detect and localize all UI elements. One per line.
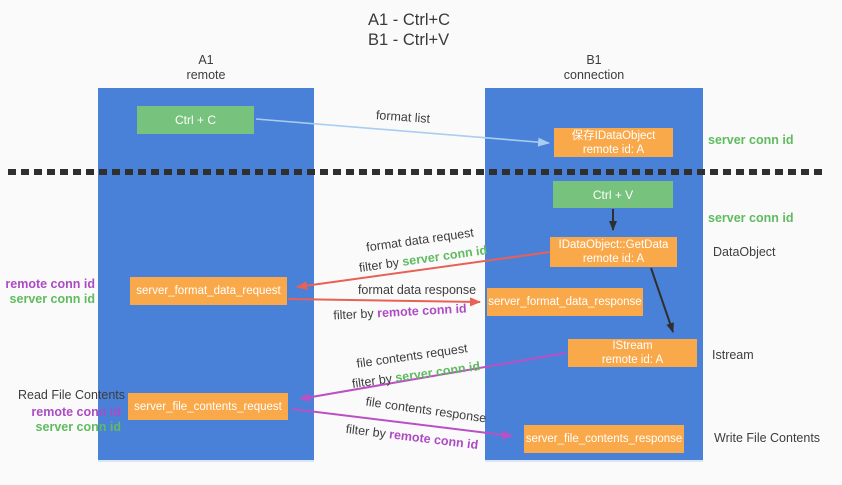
lane-a1-subtitle: remote	[186, 67, 226, 82]
server-format-data-request-node: server_format_data_request	[130, 277, 287, 305]
title-line-b1: B1 - Ctrl+V	[368, 31, 450, 49]
file-request-conn-ids: remote conn id server conn id	[31, 405, 121, 434]
remote-conn-id-annotation: remote conn id	[31, 405, 121, 419]
server-format-data-request-label: server_format_data_request	[136, 285, 281, 297]
server-file-contents-request-node: server_file_contents_request	[128, 393, 288, 420]
lane-b1-name: B1	[586, 53, 602, 67]
istream-line2: remote id: A	[601, 354, 664, 366]
server-conn-id-annotation-mid: server conn id	[708, 211, 794, 225]
file-contents-response-filter-label: filter by remote conn id	[345, 422, 479, 452]
getdata-line1: IDataObject::GetData	[558, 239, 669, 251]
filter-by-text: filter by	[344, 421, 387, 441]
remote-conn-id-text: remote conn id	[376, 301, 467, 321]
read-file-contents-annotation: Read File Contents	[18, 388, 126, 402]
save-idataobject-node: 保存IDataObject remote id: A	[554, 128, 673, 157]
ctrl-v-node: Ctrl + V	[553, 181, 673, 208]
server-conn-id-annotation: server conn id	[9, 291, 95, 306]
remote-conn-id-annotation: remote conn id	[5, 277, 95, 291]
format-data-response-filter-label: filter by remote conn id	[333, 302, 467, 323]
lane-a1-name: A1	[198, 53, 214, 67]
lane-b1-subtitle: connection	[563, 67, 625, 82]
format-request-conn-ids: remote conn id server conn id	[5, 277, 95, 306]
dataobject-annotation: DataObject	[713, 245, 776, 259]
istream-line1: IStream	[612, 340, 653, 352]
ctrl-c-label: Ctrl + C	[174, 113, 216, 127]
save-idataobject-line1: 保存IDataObject	[571, 129, 656, 142]
server-file-contents-request-label: server_file_contents_request	[134, 400, 282, 413]
filter-by-text: filter by	[358, 255, 400, 275]
diagram-title: A1 - Ctrl+C B1 - Ctrl+V	[368, 10, 450, 50]
filter-by-text: filter by	[333, 306, 375, 323]
format-data-response-label: format data response	[357, 283, 477, 297]
format-list-label: format list	[375, 108, 431, 126]
lane-header-a1: A1 remote	[98, 53, 314, 82]
write-file-contents-annotation: Write File Contents	[714, 431, 821, 445]
server-conn-id-annotation-top: server conn id	[708, 133, 794, 147]
ctrl-v-label: Ctrl + V	[592, 187, 634, 202]
file-contents-response-label: file contents response	[364, 394, 488, 426]
server-format-data-response-node: server_format_data_response	[487, 288, 643, 316]
save-idataobject-line2: remote id: A	[582, 143, 645, 156]
ctrl-c-node: Ctrl + C	[137, 106, 254, 134]
filter-by-text: filter by	[351, 371, 393, 391]
istream-node: IStream remote id: A	[568, 339, 697, 367]
server-format-data-response-label: server_format_data_response	[488, 296, 642, 308]
title-line-a1: A1 - Ctrl+C	[368, 11, 451, 29]
server-conn-id-annotation: server conn id	[35, 419, 121, 434]
lane-header-b1: B1 connection	[485, 53, 703, 82]
istream-annotation: Istream	[712, 348, 754, 362]
getdata-line2: remote id: A	[582, 253, 645, 265]
remote-conn-id-text: remote conn id	[388, 427, 480, 453]
idataobject-getdata-node: IDataObject::GetData remote id: A	[550, 237, 677, 267]
server-file-contents-response-node: server_file_contents_response	[524, 425, 684, 453]
server-file-contents-response-label: server_file_contents_response	[525, 433, 683, 445]
